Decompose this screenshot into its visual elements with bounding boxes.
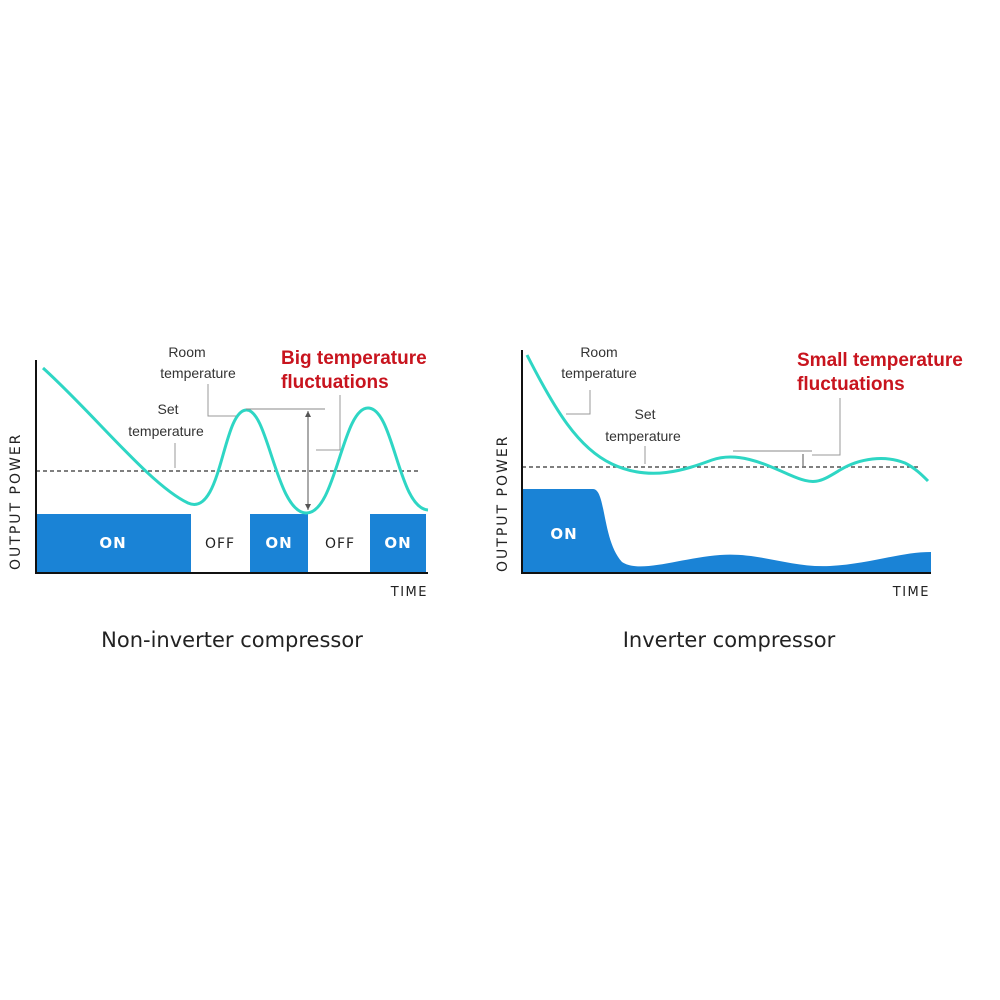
left-on-block-3 [370,514,426,572]
left-segment-label-2: OFF [205,536,235,552]
left-on-block-2 [250,514,308,572]
right-headline-leader [812,398,841,456]
right-time-label: TIME [892,585,930,600]
right-output-power-area [522,489,931,573]
left-set-label-line-1: Set [157,401,178,417]
left-set-label-line-2: temperature [128,423,204,439]
left-y-axis-title: OUTPUT POWER [8,433,24,570]
right-headline-line-1: Small temperature [797,350,963,371]
right-set-label-line-2: temperature [605,428,681,444]
left-segment-label-1: ON [99,534,126,552]
left-headline-leader [316,395,341,451]
left-room-label-line-2: temperature [160,365,236,381]
right-set-label-line-1: Set [634,406,655,422]
left-time-label: TIME [390,585,428,600]
right-panel: ON Room temperature Set temperature Smal… [495,344,963,652]
left-fluctuation-arrow-down [305,504,311,510]
right-room-label-line-1: Room [580,344,617,360]
left-room-label-line-1: Room [168,344,205,360]
right-room-leader [566,390,591,415]
right-y-axis-title: OUTPUT POWER [495,435,511,572]
left-caption: Non-inverter compressor [101,628,363,652]
left-segment-label-3: ON [265,534,292,552]
left-headline-line-1: Big temperature [281,348,427,369]
left-room-leader [207,384,236,417]
right-headline-line-2: fluctuations [797,374,905,395]
left-fluctuation-arrow-up [305,411,311,417]
left-segment-label-5: ON [384,534,411,552]
left-on-block-1 [36,514,191,572]
right-on-label: ON [550,525,577,543]
left-room-temperature-curve [41,366,429,515]
left-headline-line-2: fluctuations [281,372,389,393]
left-panel: ON OFF ON OFF ON Room temperature Set te… [8,344,429,652]
right-caption: Inverter compressor [623,628,836,652]
right-room-label-line-2: temperature [561,365,637,381]
right-room-temperature-curve [525,354,930,483]
left-segment-label-4: OFF [325,536,355,552]
